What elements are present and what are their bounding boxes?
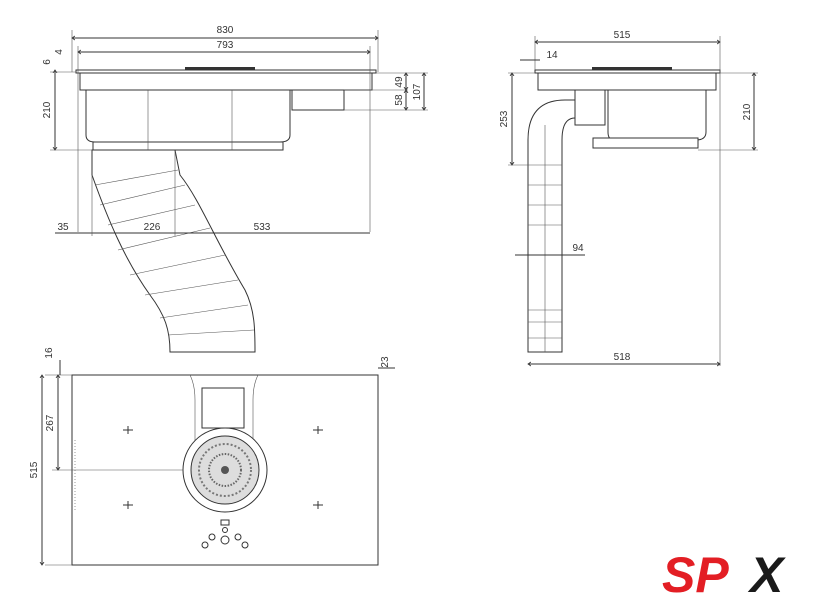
dim-14: 14 xyxy=(546,50,558,61)
motor-body xyxy=(85,89,291,143)
dim-793: 793 xyxy=(217,40,234,51)
dim-49: 49 xyxy=(394,76,405,88)
side-view: 515 14 253 210 94 518 xyxy=(499,30,758,366)
dim-6: 6 xyxy=(42,59,53,65)
dim-515-side: 515 xyxy=(614,30,631,41)
dim-515-top: 515 xyxy=(29,461,40,478)
dim-210-front: 210 xyxy=(42,101,53,118)
dim-107: 107 xyxy=(412,83,423,100)
dim-58: 58 xyxy=(394,94,405,106)
control-panel xyxy=(201,519,249,549)
dim-267: 267 xyxy=(45,414,56,431)
dim-226: 226 xyxy=(144,222,161,233)
top-view: 267 515 16 23 xyxy=(29,347,395,565)
dim-94: 94 xyxy=(572,243,584,254)
dim-210-side: 210 xyxy=(742,103,753,120)
logo-sp: SP xyxy=(662,547,729,603)
dim-253: 253 xyxy=(499,110,510,127)
electronics-box xyxy=(291,89,345,111)
spx-logo: SP X xyxy=(662,547,786,603)
logo-x: X xyxy=(747,547,786,603)
dim-533: 533 xyxy=(254,222,271,233)
side-duct xyxy=(527,99,586,353)
dim-35: 35 xyxy=(57,222,69,233)
dim-4: 4 xyxy=(54,49,65,55)
flap-window xyxy=(201,387,245,429)
front-view: 830 793 6 4 210 49 58 107 35 226 533 xyxy=(42,25,428,353)
dim-16: 16 xyxy=(44,347,55,359)
dim-830: 830 xyxy=(217,25,234,36)
duct-shape xyxy=(91,149,256,353)
dim-23: 23 xyxy=(380,356,391,368)
dim-518: 518 xyxy=(614,352,631,363)
